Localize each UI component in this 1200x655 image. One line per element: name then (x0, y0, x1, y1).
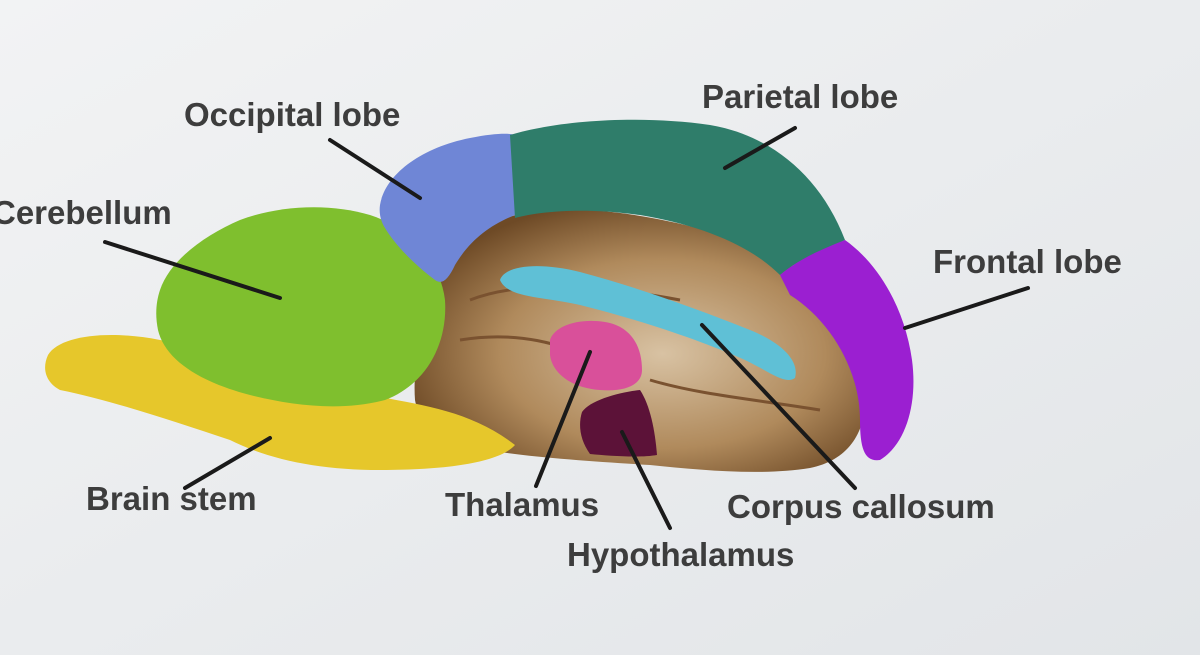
occipital-lobe-label: Occipital lobe (184, 96, 401, 133)
parietal-lobe-label: Parietal lobe (702, 78, 899, 115)
occipital-lobe-region (379, 133, 515, 282)
brain-stem-region (45, 335, 516, 470)
brain-stem-leader-line (183, 436, 272, 490)
corpus-callosum-leader-line (700, 323, 857, 490)
frontal-leader-line (903, 286, 1030, 330)
hypothalamus-region (580, 390, 657, 457)
parietal-leader-line (723, 126, 797, 170)
frontal-lobe-label: Frontal lobe (933, 243, 1122, 280)
parietal-lobe-region (510, 119, 845, 275)
cerebellum-leader-line (103, 240, 282, 300)
thalamus-label: Thalamus (445, 486, 600, 523)
hypothalamus-leader-line (620, 430, 672, 530)
cerebellum-region (156, 207, 446, 407)
thalamus-leader-line (534, 350, 592, 488)
frontal-lobe-region (780, 240, 914, 461)
occipital-leader-line (328, 138, 422, 200)
hypothalamus-label: Hypothalamus (567, 536, 795, 573)
cerebellum-label: Cerebellum (0, 194, 172, 231)
corpus-callosum-region (500, 266, 796, 380)
corpus-callosum-label: Corpus callosum (727, 488, 995, 525)
thalamus-region (550, 320, 642, 391)
brain-stem-label: Brain stem (86, 480, 257, 517)
